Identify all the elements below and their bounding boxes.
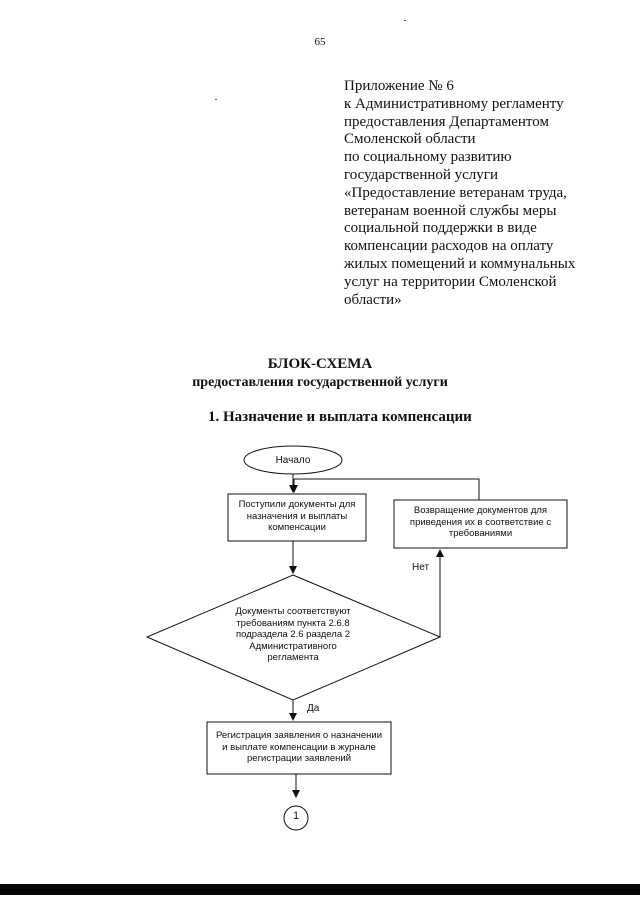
received-docs-text: Поступили документы для назначения и вып… — [229, 499, 365, 534]
decision-text: Документы соответствуют требованиям пунк… — [215, 606, 371, 664]
appendix-line: социальной поддержки в виде — [344, 220, 537, 237]
connector-number: 1 — [292, 810, 300, 822]
appendix-line: области» — [344, 291, 402, 308]
received-docs-line: назначения и выплаты — [246, 510, 348, 522]
page-number: 65 — [314, 36, 326, 48]
no-label: Нет — [412, 562, 430, 573]
scheme-title: БЛОК-СХЕМА — [267, 356, 373, 372]
appendix-line: жилых помещений и коммунальных — [344, 255, 576, 272]
decision-line: регламента — [267, 652, 319, 663]
connector-return-loop — [294, 478, 480, 500]
return-docs-line: Возвращение документов для — [413, 505, 548, 516]
page-connector-circle — [283, 805, 309, 831]
appendix-line: услуг на территории Смоленской — [344, 273, 557, 290]
appendix-line: государственной услуги — [344, 166, 498, 183]
appendix-line: «Предоставление ветеранам труда, — [344, 184, 567, 201]
appendix-line: Приложение № 6 — [344, 78, 454, 94]
appendix-line: к Административному регламенту — [344, 95, 564, 112]
appendix-line: предоставления Департаментом — [344, 113, 549, 130]
received-docs-line: компенсации — [268, 522, 326, 533]
scheme-subtitle: предоставления государственной услуги — [192, 375, 448, 390]
start-label: Начало — [275, 455, 311, 466]
appendix-line: ветеранам военной службы меры — [344, 202, 557, 219]
yes-label: Да — [307, 703, 320, 714]
registration-line: и выплате компенсации в журнале — [222, 741, 376, 753]
appendix-line: компенсации расходов на оплату — [344, 238, 554, 255]
return-docs-line: требованиями — [448, 528, 513, 539]
registration-line: Регистрация заявления о назначении — [215, 730, 383, 741]
registration-line: регистрации заявлений — [247, 753, 351, 764]
return-docs-box — [393, 499, 568, 549]
scan-speck — [404, 20, 406, 21]
registration-box — [206, 721, 392, 775]
received-docs-line: Поступили документы для — [238, 499, 356, 510]
decision-line: подраздела 2.6 раздела 2 — [235, 629, 351, 640]
return-docs-text: Возвращение документов для приведения их… — [395, 505, 566, 540]
decision-line: Документы соответствуют — [235, 606, 351, 617]
registration-text: Регистрация заявления о назначении и вып… — [208, 730, 390, 765]
appendix-header: Приложение № 6 к Административному регла… — [344, 78, 604, 309]
decision-line: требованиям пункта 2.6.8 — [236, 617, 350, 629]
return-docs-line: приведения их в соответствие с — [409, 516, 552, 528]
scan-edge-bar — [0, 884, 640, 895]
decision-line: Административного — [249, 640, 337, 652]
received-docs-box — [227, 493, 367, 542]
section-heading: 1. Назначение и выплата компенсации — [208, 409, 472, 425]
appendix-line: по социальному развитию — [344, 149, 512, 166]
scan-speck — [215, 99, 217, 100]
appendix-line: Смоленской области — [344, 131, 476, 148]
